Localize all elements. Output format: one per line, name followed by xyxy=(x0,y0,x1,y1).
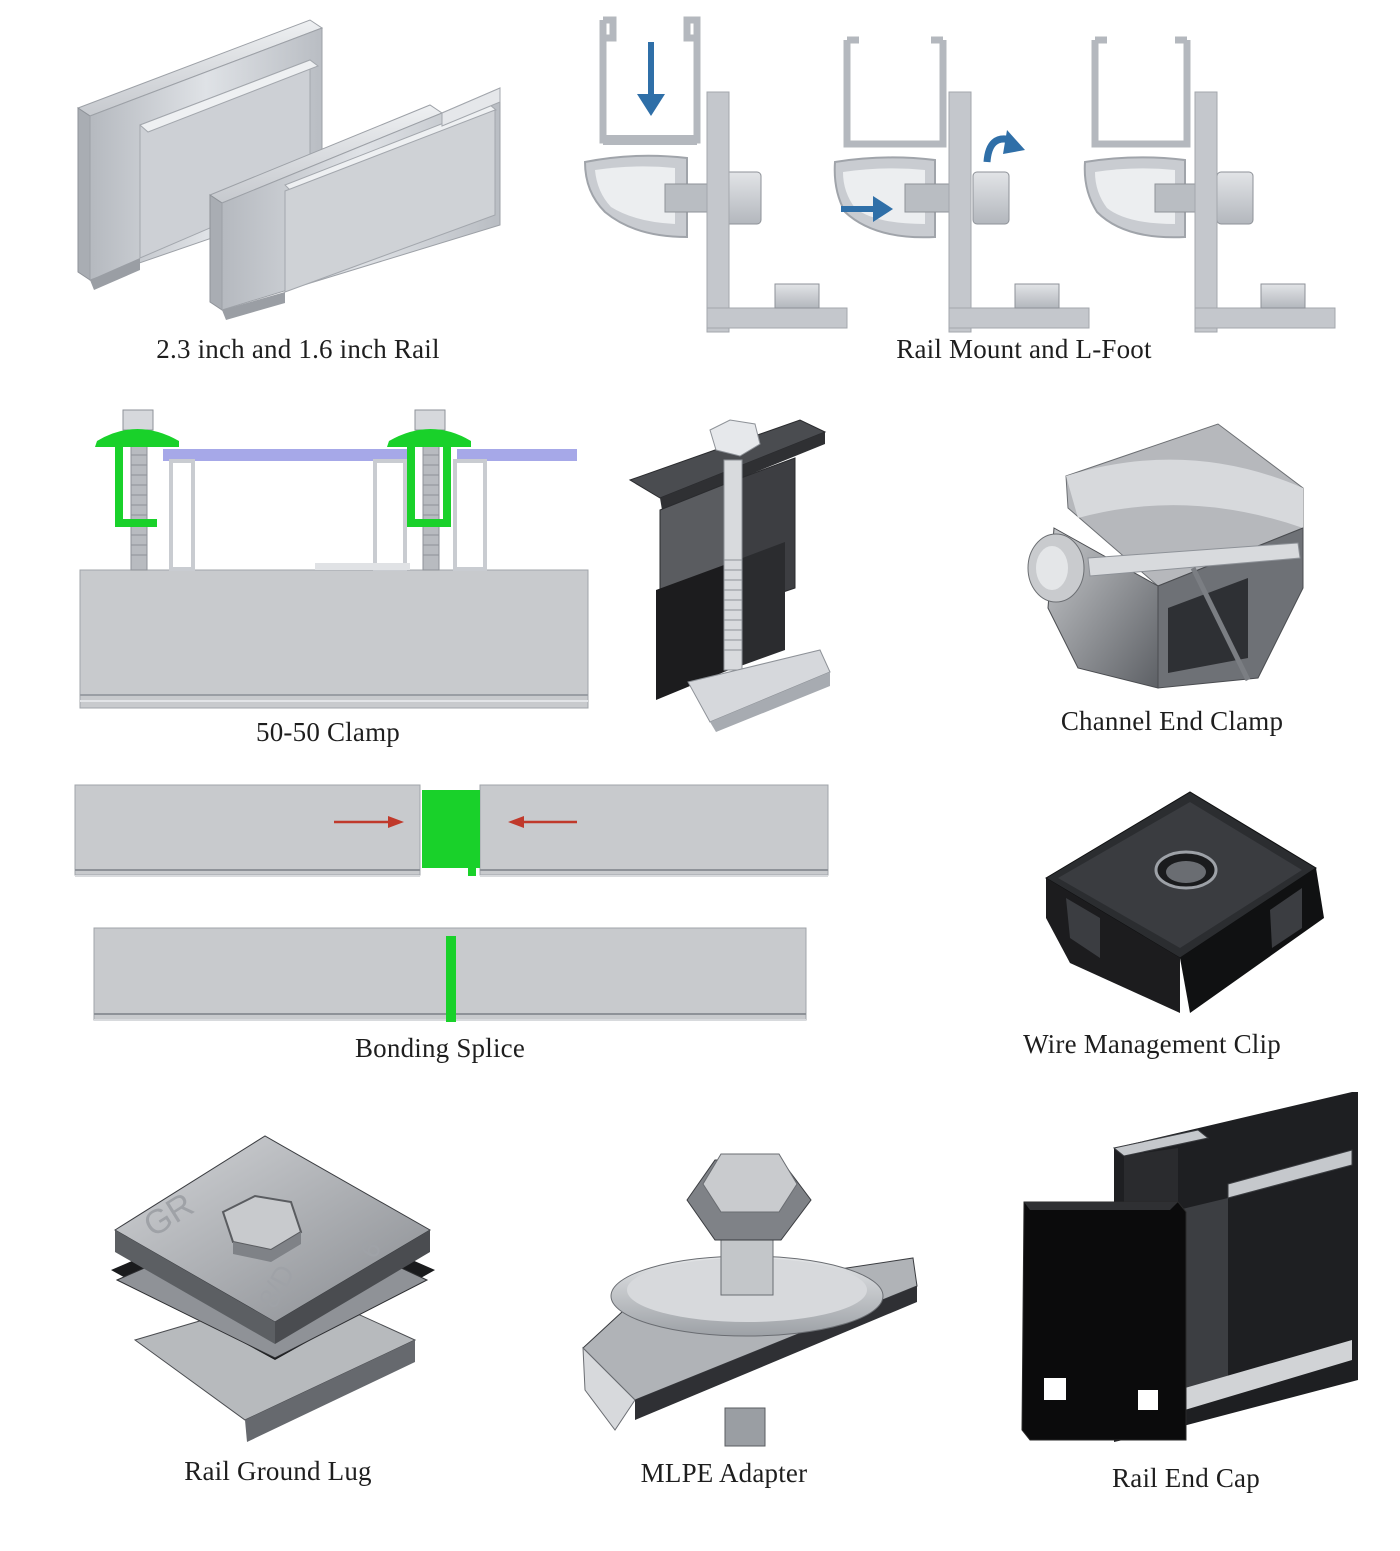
short-rail xyxy=(208,87,501,320)
channel-end-clamp-illustration xyxy=(1018,418,1328,698)
caption-channel-end-clamp: Channel End Clamp xyxy=(1060,706,1284,736)
caption-ground-lug: Rail Ground Lug xyxy=(184,1456,372,1486)
caption-end-cap: Rail End Cap xyxy=(1112,1463,1260,1493)
caption-wire-clip: Wire Management Clip xyxy=(1023,1029,1281,1059)
caption-mlpe-adapter: MLPE Adapter xyxy=(640,1458,808,1488)
end-cap-illustration xyxy=(1018,1090,1360,1450)
rail-illustration xyxy=(60,10,530,330)
caption-clamp-5050: 50-50 Clamp xyxy=(256,717,400,747)
mount-step-1 xyxy=(583,16,848,333)
mount-step-3 xyxy=(1083,36,1336,333)
ground-lug-illustration: GR 8/D 6 xyxy=(105,1130,440,1460)
arrow-left-icon xyxy=(508,816,577,828)
clamp-bolt-left xyxy=(95,409,179,571)
arrow-right-icon xyxy=(334,816,404,828)
caption-rail: 2.3 inch and 1.6 inch Rail xyxy=(156,334,440,364)
mlpe-adapter-illustration xyxy=(575,1140,920,1450)
bonding-splice-illustration xyxy=(72,780,832,1030)
wire-clip-illustration xyxy=(1040,788,1330,1018)
caption-bonding-splice: Bonding Splice xyxy=(354,1033,526,1063)
rotate-arrow-icon xyxy=(983,130,1025,163)
down-arrow-icon xyxy=(637,42,665,116)
caption-rail-mount: Rail Mount and L-Foot xyxy=(896,334,1152,364)
clamp-5050-section xyxy=(75,405,590,715)
rail-mount-illustration xyxy=(575,12,1365,342)
clamp-bolt-right xyxy=(387,409,471,571)
right-arrow-icon xyxy=(841,196,893,222)
mount-step-2 xyxy=(833,36,1090,333)
clamp-5050-3d xyxy=(620,410,840,740)
